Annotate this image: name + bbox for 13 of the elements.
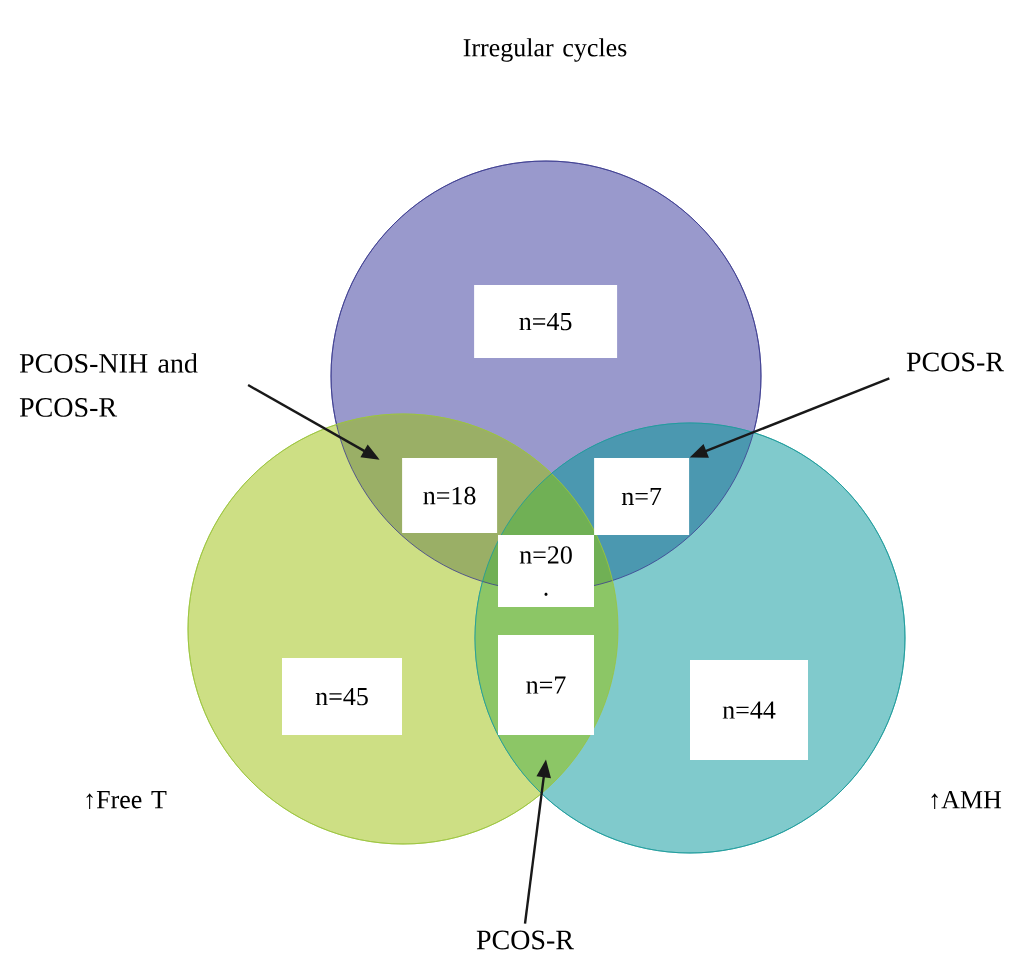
node-label: ↑Free T [86, 791, 167, 809]
annotation-text: PCOS-R [906, 352, 1004, 372]
count-box: n=7 [594, 457, 690, 535]
annotation-text: PCOS-NIH and PCOS-R [19, 353, 198, 417]
node-label: Irregular cycles [463, 38, 627, 62]
count-box: n=44 [690, 660, 808, 760]
count-box: n=20 . [498, 535, 594, 607]
count-box: n=18 [402, 458, 498, 534]
count-box: n=45 [474, 285, 618, 359]
count-box: n=7 [498, 635, 594, 735]
node-label: ↑AMH [931, 791, 1002, 809]
annotation-text: PCOS-R [476, 930, 574, 950]
count-box: n=45 [282, 658, 402, 736]
